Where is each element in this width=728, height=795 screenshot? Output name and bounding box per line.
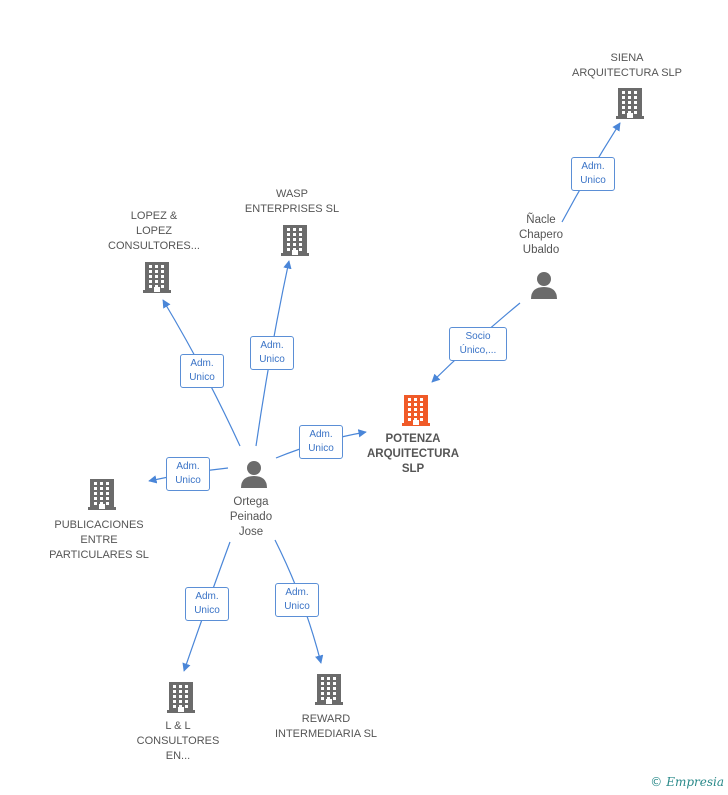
brand-logo[interactable]: Empresia (666, 775, 724, 789)
brand-footer: ©Empresia (650, 775, 724, 789)
node-label-ll[interactable]: L & L CONSULTORES EN... (136, 720, 220, 762)
copyright-icon: © (650, 775, 663, 789)
building-icon[interactable] (614, 86, 646, 125)
node-label-ortega[interactable]: Ortega Peinado Jose (229, 496, 273, 538)
node-label-wasp[interactable]: WASP ENTERPRISES SL (244, 188, 340, 215)
edge-label-ortega-wasp[interactable]: Adm. Unico (250, 336, 294, 370)
node-label-lopez[interactable]: LOPEZ & LOPEZ CONSULTORES... (108, 210, 200, 252)
person-icon[interactable] (239, 459, 269, 494)
edge-label-nacle-siena[interactable]: Adm. Unico (571, 157, 615, 191)
edge-label-ortega-potenza[interactable]: Adm. Unico (299, 425, 343, 459)
node-label-publicaciones[interactable]: PUBLICACIONES ENTRE PARTICULARES SL (49, 519, 149, 561)
edge-label-ortega-reward[interactable]: Adm. Unico (275, 583, 319, 617)
building-icon[interactable] (279, 223, 311, 262)
node-label-reward[interactable]: REWARD INTERMEDIARIA SL (274, 713, 378, 740)
edge-label-ortega-lopez[interactable]: Adm. Unico (180, 354, 224, 388)
edge-label-ortega-ll[interactable]: Adm. Unico (185, 587, 229, 621)
building-icon[interactable] (141, 260, 173, 299)
node-label-potenza[interactable]: POTENZA ARQUITECTURA SLP (367, 433, 459, 475)
person-icon[interactable] (529, 270, 559, 305)
building-icon[interactable] (165, 680, 197, 719)
edge-label-ortega-publicaciones[interactable]: Adm. Unico (166, 457, 210, 491)
building-icon[interactable] (313, 672, 345, 711)
node-label-siena[interactable]: SIENA ARQUITECTURA SLP (571, 52, 683, 79)
edge-label-nacle-potenza[interactable]: Socio Único,... (449, 327, 507, 361)
building-icon[interactable] (86, 477, 118, 516)
node-label-nacle[interactable]: Ñacle Chapero Ubaldo (518, 214, 564, 256)
building-icon[interactable] (400, 393, 432, 432)
